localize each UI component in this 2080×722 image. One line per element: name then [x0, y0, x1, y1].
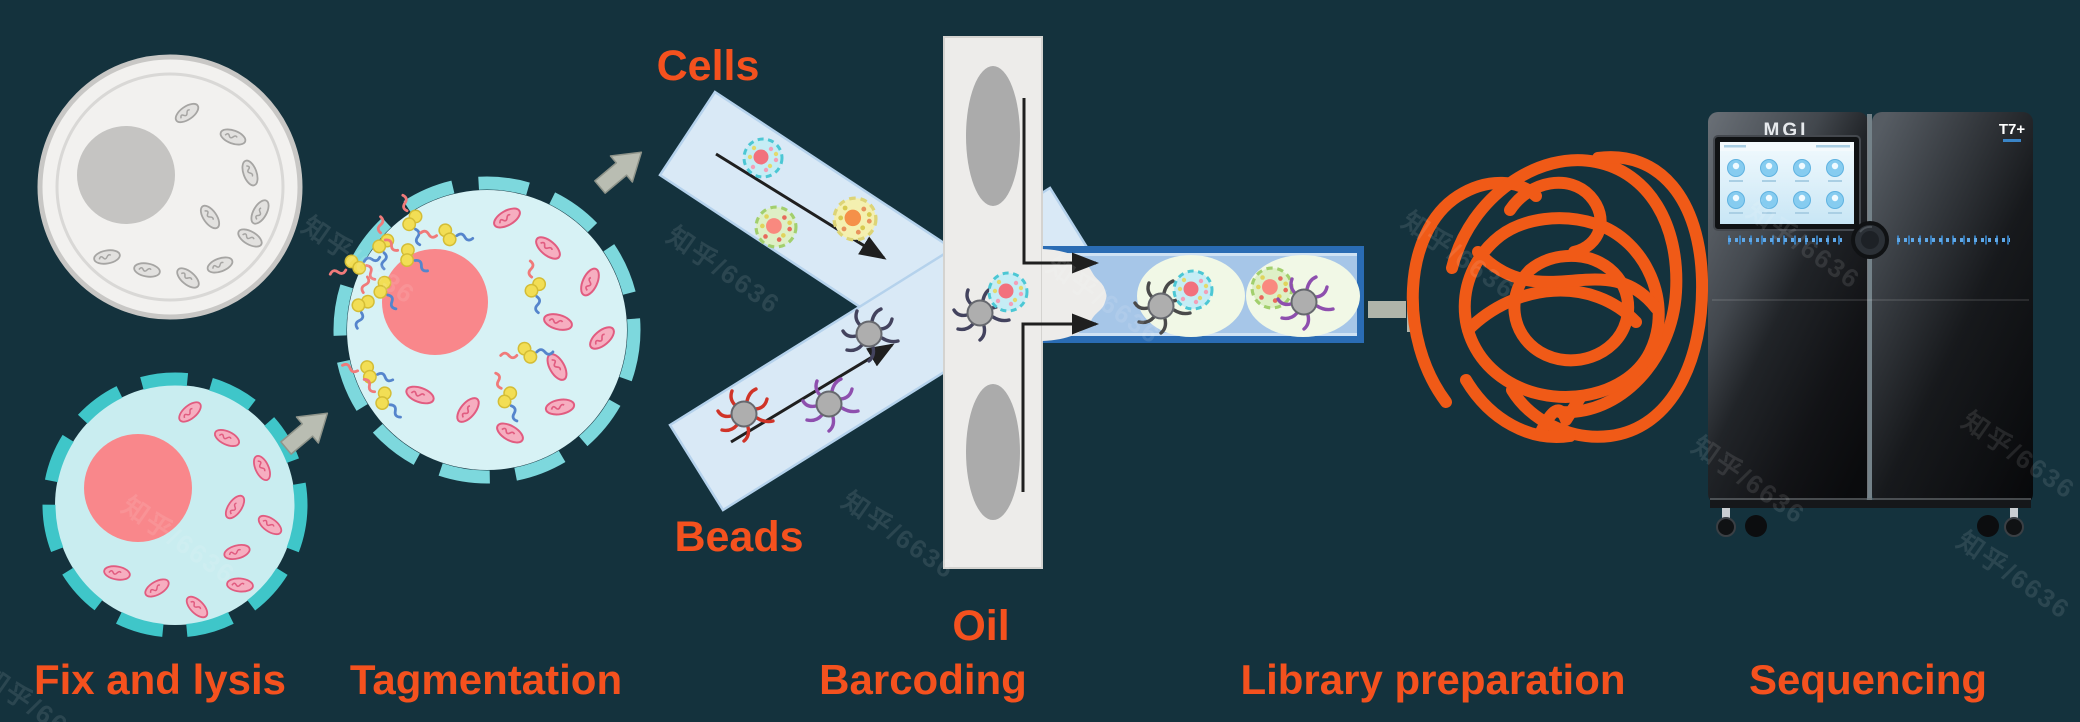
model-badge: T7+	[1999, 121, 2026, 138]
sequencer-illustration: MGI T7+	[1708, 112, 2033, 537]
machine-foot	[1722, 508, 1730, 522]
caster-wheel	[1716, 517, 1736, 537]
right-door	[1872, 112, 2033, 504]
stage-label-sequencing: Sequencing	[1749, 656, 1987, 703]
beads-inlet-label: Beads	[674, 513, 803, 561]
stage-label-fix-and-lysis: Fix and lysis	[34, 656, 286, 703]
oil-blob-top	[966, 66, 1020, 206]
door-knob	[1851, 221, 1889, 259]
stage-labels: Fix and lysis Tagmentation Barcoding Lib…	[34, 656, 1987, 703]
screen-app-icons	[1727, 159, 1844, 214]
cells-inlet-label: Cells	[657, 42, 760, 90]
library-dna-tangle	[1406, 151, 1709, 443]
stage-label-tagmentation: Tagmentation	[350, 656, 622, 703]
machine-foot	[2010, 508, 2018, 522]
nucleus	[382, 249, 488, 355]
tagmentation-cell-illustration	[328, 176, 641, 484]
encapsulated-cell	[1174, 271, 1212, 309]
droplet-2	[1246, 255, 1360, 337]
touchscreen	[1713, 135, 1861, 231]
nucleus	[77, 126, 175, 224]
caster-wheel	[2004, 517, 2024, 537]
fixed-cell-illustration	[42, 372, 308, 638]
oil-blob-bottom	[966, 384, 1020, 520]
caster-wheel	[1977, 515, 1999, 537]
stage-label-barcoding: Barcoding	[819, 656, 1027, 703]
native-cell-illustration	[37, 54, 303, 320]
caster-wheel	[1745, 515, 1767, 537]
oil-inlet-label: Oil	[952, 602, 1009, 650]
stage-label-library-preparation: Library preparation	[1240, 656, 1625, 703]
encapsulated-cell	[1252, 268, 1292, 308]
door-gap	[1867, 114, 1872, 502]
droplet-1	[1133, 255, 1245, 337]
nucleus	[84, 434, 192, 542]
flow-arrows	[715, 98, 1099, 492]
